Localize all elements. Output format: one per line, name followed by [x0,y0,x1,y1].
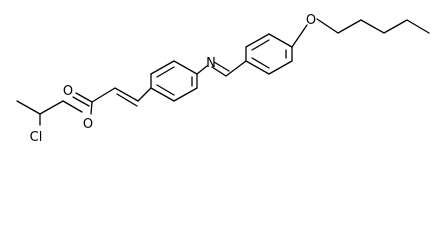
chemical-structure: O O Cl N O [16,13,430,145]
bond-oether-hex1 [316,18,339,34]
bond-c1-c2 [16,100,41,115]
ring1-bond-2 [150,60,175,75]
ring1-bond-6 [150,87,175,102]
atom-labels: O O Cl N O [30,13,316,145]
bond-hex2-hex3 [360,19,385,34]
bond-ccarbonyl-ocarbonyl-b [72,96,90,107]
atom-label-oxygen-carbonyl: O [63,84,73,99]
bond-calpha-cbeta-a [114,87,139,102]
bond-cbeta-ring1 [137,87,152,102]
bond-ccarbonyl-calpha [91,87,116,103]
bond-hex4-hex5 [406,19,430,34]
bond-ring1-n [196,65,208,75]
ring2-bond-5 [268,60,293,75]
ring2-inner-1 [251,39,270,51]
bond-n-ch-a [211,66,227,77]
bond-lines [16,18,430,126]
bond-hex3-hex4 [383,19,408,34]
bond-ring2-oether [291,24,308,48]
atom-label-oxygen-ether: O [306,13,316,28]
bond-ccarbonyl-ocarbonyl-a [75,92,93,103]
atom-label-nitrogen-imine: N [206,56,216,71]
bond-n-ch-b [213,61,230,72]
ring2-bond-3 [268,33,293,48]
ring2-bond-2 [245,33,270,48]
ring2-inner-3 [251,57,270,69]
atom-label-chlorine: Cl [30,130,43,145]
ring2-bond-6 [245,60,270,75]
bond-hex1-hex2 [337,19,362,34]
bond-c2-c3 [39,100,64,115]
bond-c3-oester [62,100,83,113]
ring1-bond-3 [173,60,198,75]
ring1-inner-3 [156,84,175,96]
ring1-bond-5 [173,87,198,102]
ring1-inner-1 [156,66,175,78]
bond-calpha-cbeta-b [116,93,138,107]
atom-label-oxygen-ester: O [83,117,93,132]
bond-oester-ccarbonyl [90,101,93,115]
bond-ch-ring2 [225,60,247,77]
